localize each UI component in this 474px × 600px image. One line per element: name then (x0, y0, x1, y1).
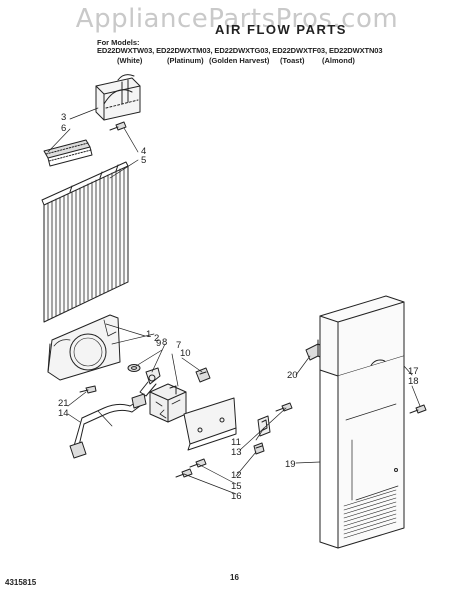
callout-9: 9 (156, 338, 161, 349)
callout-20: 20 (287, 370, 298, 381)
color-toast: (Toast) (280, 56, 305, 65)
foam-gasket-part (43, 139, 93, 167)
air-duct-housing-part (95, 74, 141, 121)
callout-4: 4 (141, 146, 146, 157)
callout-10: 10 (180, 348, 191, 359)
fan-blade-part (139, 367, 161, 397)
connector-part (253, 442, 265, 455)
callout-18: 18 (408, 376, 419, 387)
callout-13: 13 (231, 447, 242, 458)
grommet-part (127, 364, 141, 372)
clip-part (257, 415, 271, 437)
models-label: For Models: (97, 38, 140, 47)
wire-harness-part (69, 393, 147, 459)
page-number: 16 (230, 573, 239, 582)
callout-14: 14 (58, 408, 69, 419)
fan-shroud-part (47, 314, 121, 381)
motor-mount-part (195, 367, 211, 383)
page-title: AIR FLOW PARTS (215, 22, 347, 37)
callout-16: 16 (231, 491, 242, 502)
callout-3: 3 (61, 112, 66, 123)
callout-leader-lines (47, 107, 421, 495)
callout-8: 8 (162, 337, 167, 348)
evaporator-cover-panel-part (319, 295, 405, 549)
model-numbers: ED22DWXTW03, ED22DWXTM03, ED22DWXTG03, E… (97, 46, 383, 55)
callout-7: 7 (176, 340, 181, 351)
callout-12: 12 (231, 470, 242, 481)
color-white: (White) (117, 56, 143, 65)
callout-5: 5 (141, 155, 146, 166)
callout-6: 6 (61, 123, 66, 134)
screw-part-18 (409, 404, 427, 414)
callout-11: 11 (231, 437, 241, 448)
callout-1: 1 (146, 329, 151, 340)
screw-part-21 (79, 385, 97, 394)
callout-19: 19 (285, 459, 296, 470)
fan-motor-part (149, 383, 187, 423)
screw-part-4 (109, 121, 127, 131)
callout-21: 21 (58, 398, 69, 409)
evaporator-coil-part (41, 161, 129, 323)
watermark: AppliancePartsPros.com (75, 4, 399, 34)
callout-17: 17 (408, 366, 419, 377)
color-platinum: (Platinum) (167, 56, 204, 65)
color-golden-harvest: (Golden Harvest) (209, 56, 270, 65)
fan-bracket-part (183, 397, 237, 451)
callout-15: 15 (231, 481, 242, 492)
screw-part-15 (189, 458, 207, 468)
document-number: 4315815 (5, 578, 37, 587)
color-almond: (Almond) (322, 56, 355, 65)
callout-2: 2 (154, 333, 159, 344)
screw-part-16 (175, 468, 193, 478)
